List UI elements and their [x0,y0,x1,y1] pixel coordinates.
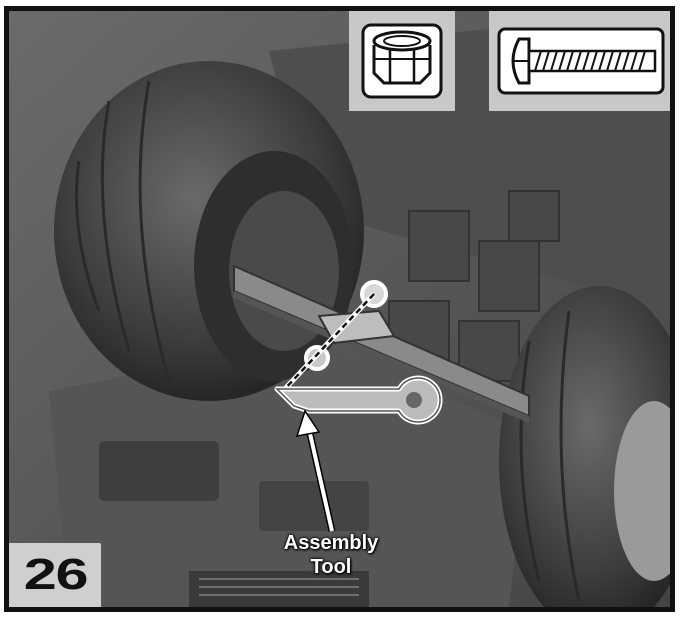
callout-line-1: Assembly [283,532,379,554]
assembly-tool [274,375,443,425]
parts-box-nut [349,11,455,111]
callout-arrow [295,409,336,532]
callout-line-2: Tool [310,556,352,578]
lock-nut-icon [361,23,443,99]
assembly-tool-label: Assembly Tool [271,531,391,579]
instruction-panel: Assembly Tool 26 [4,6,675,612]
step-number-box: 26 [9,543,101,607]
parts-box-screw [489,11,670,111]
step-number: 26 [23,550,88,599]
screw-icon [497,27,665,95]
